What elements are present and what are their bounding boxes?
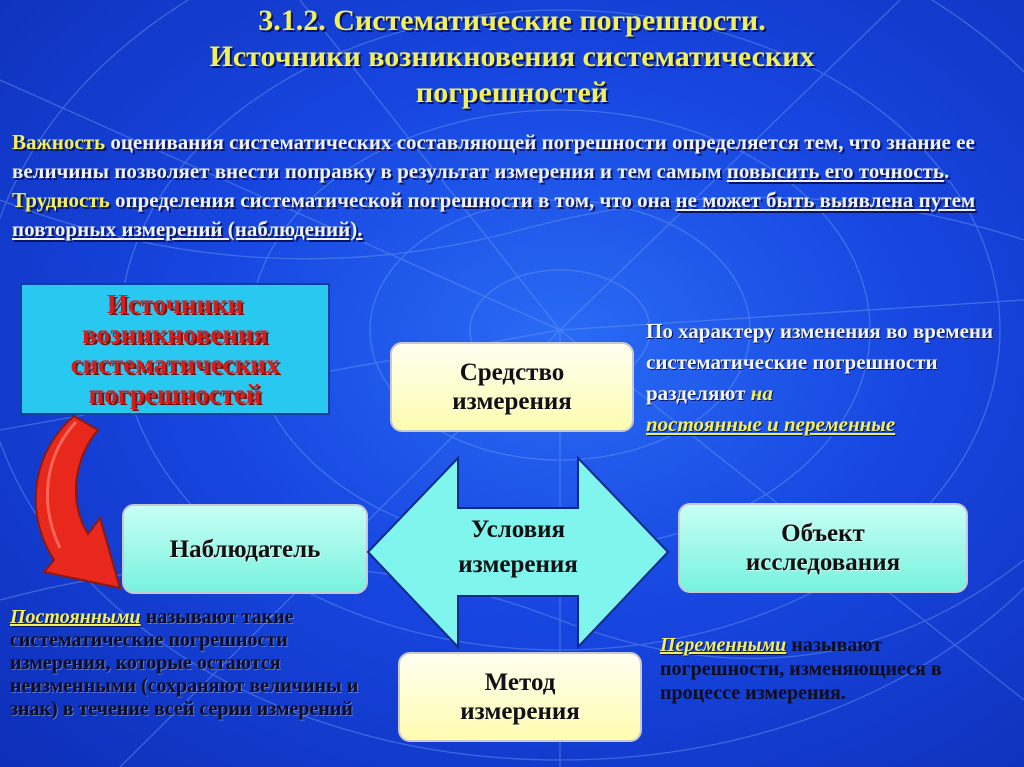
- double-arrow-conditions: [366, 456, 670, 649]
- intro-keyword-difficulty: Трудность: [12, 188, 110, 212]
- note-constant-text: называют такие систематические погрешнос…: [10, 606, 359, 720]
- box-measuring-means: Средство измерения: [390, 342, 634, 432]
- conditions-label-line-2: измерения: [458, 551, 578, 578]
- box-object-line-2: исследования: [745, 549, 901, 576]
- note-variable-errors: Переменными называют погрешности, изменя…: [660, 633, 1010, 705]
- box-method: Метод измерения: [398, 652, 642, 742]
- slide-title-line-2: Источники возникновения систематических: [209, 40, 815, 73]
- intro-keyword-importance: Важность: [12, 130, 106, 154]
- sources-box-line-4: погрешностей: [88, 379, 262, 409]
- note-classification-on: на: [750, 381, 773, 405]
- sources-box-line-2: возникновения: [81, 319, 269, 349]
- note-variable-text: называют погрешности, изменяющиеся в про…: [660, 634, 942, 704]
- box-observer: Наблюдатель: [122, 504, 368, 594]
- intro-text-1: оценивания систематических составляющей …: [12, 130, 975, 183]
- note-classification-text: По характеру изменения во времени систем…: [646, 319, 994, 405]
- box-method-line-1: Метод: [484, 669, 556, 696]
- slide-title-line-1: 3.1.2. Систематические погрешности.: [258, 4, 766, 37]
- note-variable-keyword: Переменными: [660, 634, 787, 656]
- box-object: Объект исследования: [678, 503, 968, 593]
- box-method-line-2: измерения: [460, 698, 580, 725]
- box-measuring-means-line-1: Средство: [459, 359, 565, 386]
- sources-box: Источники возникновения систематических …: [20, 283, 330, 415]
- conditions-label-line-1: Условия: [470, 516, 566, 543]
- intro-underlined-accuracy: повысить его точность: [726, 159, 944, 183]
- box-observer-label: Наблюдатель: [169, 535, 321, 563]
- note-classification: По характеру изменения во времени систем…: [646, 316, 1006, 440]
- box-measuring-means-line-2: измерения: [452, 388, 572, 415]
- intro-text-2: .: [943, 159, 950, 183]
- intro-text-3: определения систематической погрешности …: [109, 188, 676, 212]
- box-object-line-1: Объект: [781, 520, 865, 547]
- sources-box-line-1: Источники: [106, 289, 244, 319]
- curved-red-arrow: [34, 414, 122, 590]
- note-constant-errors: Постоянными называют такие систематическ…: [10, 606, 370, 721]
- note-classification-types: постоянные и переменные: [646, 412, 896, 436]
- intro-underlined-cannot-detect: не может быть выявлена путем повторных и…: [12, 188, 976, 241]
- sources-box-line-3: систематических: [70, 349, 280, 379]
- intro-paragraph: Важность оценивания систематических сост…: [12, 128, 1002, 244]
- conditions-label: Условия измерения: [416, 512, 620, 582]
- note-constant-keyword: Постоянными: [10, 606, 141, 628]
- slide-title-line-3: погрешностей: [415, 76, 609, 109]
